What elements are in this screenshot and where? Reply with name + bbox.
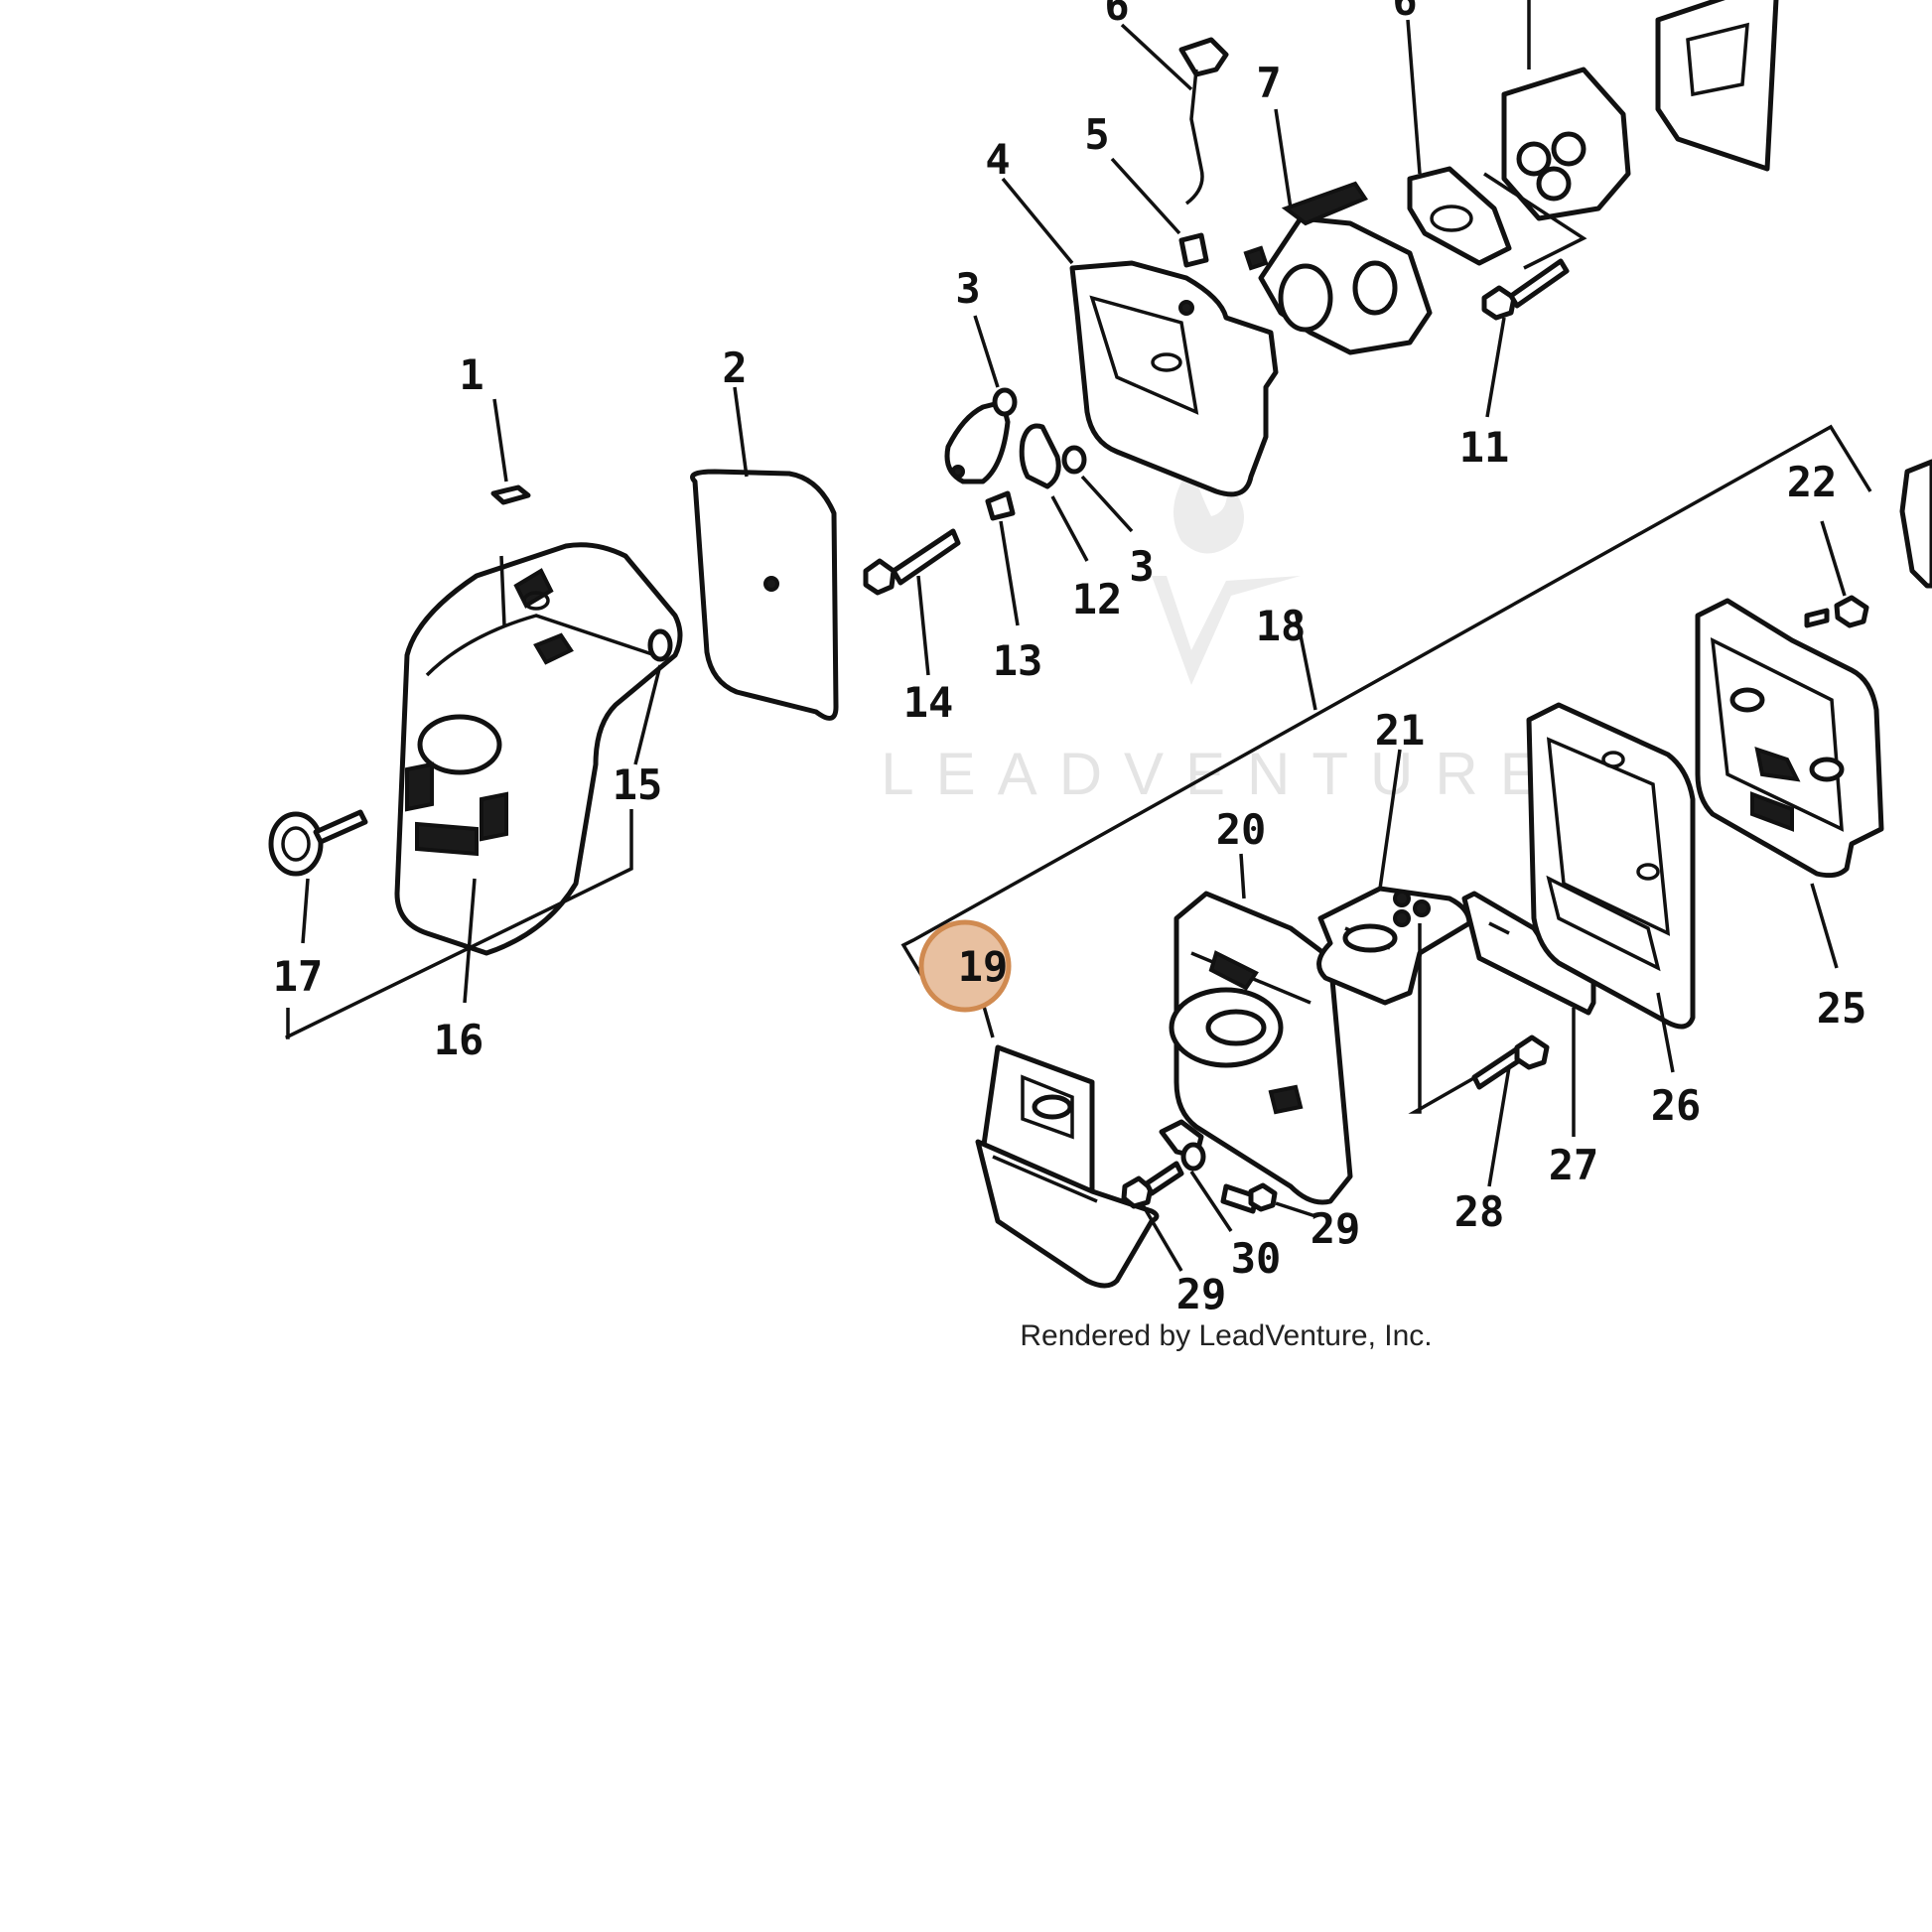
part-1-plug: 1 xyxy=(459,350,531,505)
label-14: 14 xyxy=(903,678,954,727)
label-18: 18 xyxy=(1256,602,1307,650)
label-6-left: 6 xyxy=(1104,0,1129,30)
part-22-bolt: 22 xyxy=(1787,458,1869,628)
part-4-air-box: 4 xyxy=(985,135,1279,497)
label-28: 28 xyxy=(1454,1187,1505,1236)
part-cut-off-right xyxy=(1899,459,1932,589)
label-20: 20 xyxy=(1216,805,1267,854)
label-27: 27 xyxy=(1549,1141,1599,1189)
label-5: 5 xyxy=(1084,110,1109,159)
label-15: 15 xyxy=(613,760,663,809)
label-12: 12 xyxy=(1072,575,1123,623)
watermark-v-logo xyxy=(1152,576,1301,685)
part-28-bolt: 28 xyxy=(1454,1035,1550,1236)
label-3-top: 3 xyxy=(955,264,980,313)
bracket-21-28 xyxy=(1408,923,1485,1114)
part-3-washer: 3 3 xyxy=(955,264,1154,591)
part-19-heat-shield xyxy=(975,1002,1160,1289)
part-21-flange: 21 xyxy=(1316,706,1472,1006)
label-29-right: 29 xyxy=(1311,1204,1361,1253)
label-21: 21 xyxy=(1375,706,1426,755)
leader-18 xyxy=(1294,610,1317,711)
part-gasket-top-right xyxy=(1655,0,1779,172)
label-6-right: 6 xyxy=(1392,0,1417,25)
label-16: 16 xyxy=(434,1016,484,1064)
part-25-muffler-body: 25 xyxy=(1695,598,1884,1033)
part-20-muffler: 20 xyxy=(1169,805,1353,1205)
bracket-17-15 xyxy=(285,809,633,1039)
part-26-gasket-frame: 26 xyxy=(1526,702,1702,1130)
part-16-filter-cover: 16 xyxy=(394,542,683,1064)
highlight-circle[interactable] xyxy=(918,919,1012,1013)
part-11-bolt: 11 xyxy=(1459,258,1570,472)
part-5-grommet: 5 xyxy=(1084,110,1209,268)
label-7: 7 xyxy=(1256,59,1281,107)
label-25: 25 xyxy=(1817,984,1867,1033)
part-29-bolt-left: 29 xyxy=(1121,1161,1227,1318)
rendered-by-credit: Rendered by LeadVenture, Inc. xyxy=(1020,1319,1432,1352)
label-17: 17 xyxy=(273,952,324,1001)
part-13-bracket: 13 xyxy=(944,399,1043,685)
watermark-text: LEADVENTURE xyxy=(881,741,1561,807)
part-7-carburetor: 7 xyxy=(1243,59,1433,355)
label-1: 1 xyxy=(459,350,483,399)
part-6-choke-rod: 6 xyxy=(1104,0,1229,206)
part-insulator-block xyxy=(1483,0,1631,270)
label-4: 4 xyxy=(985,135,1010,184)
label-22: 22 xyxy=(1787,458,1838,506)
watermark-flame-icon xyxy=(1173,467,1244,554)
label-3-bottom: 3 xyxy=(1129,542,1154,591)
part-2-filter: 2 xyxy=(690,344,839,721)
part-30-clamp: 30 xyxy=(1159,1119,1282,1283)
label-30: 30 xyxy=(1231,1234,1282,1283)
part-29-bolt-right: 29 xyxy=(1220,1182,1361,1253)
label-11: 11 xyxy=(1459,423,1510,472)
leadventure-watermark: LEADVENTURE xyxy=(881,467,1561,807)
part-14-bolt: 14 xyxy=(863,528,961,727)
part-6-gasket: 6 xyxy=(1392,0,1512,266)
label-13: 13 xyxy=(993,636,1043,685)
bracket-18 xyxy=(900,424,1872,996)
label-26: 26 xyxy=(1651,1081,1702,1130)
part-17-knob: 17 xyxy=(268,809,368,1001)
part-15-o-ring: 15 xyxy=(613,628,673,809)
label-29-bottom: 29 xyxy=(1176,1270,1227,1318)
label-19[interactable]: 19 xyxy=(958,942,1009,991)
callout-19-highlight[interactable]: 19 xyxy=(918,919,1012,1013)
label-2: 2 xyxy=(722,344,747,392)
part-12-clip: 12 xyxy=(1019,423,1123,623)
